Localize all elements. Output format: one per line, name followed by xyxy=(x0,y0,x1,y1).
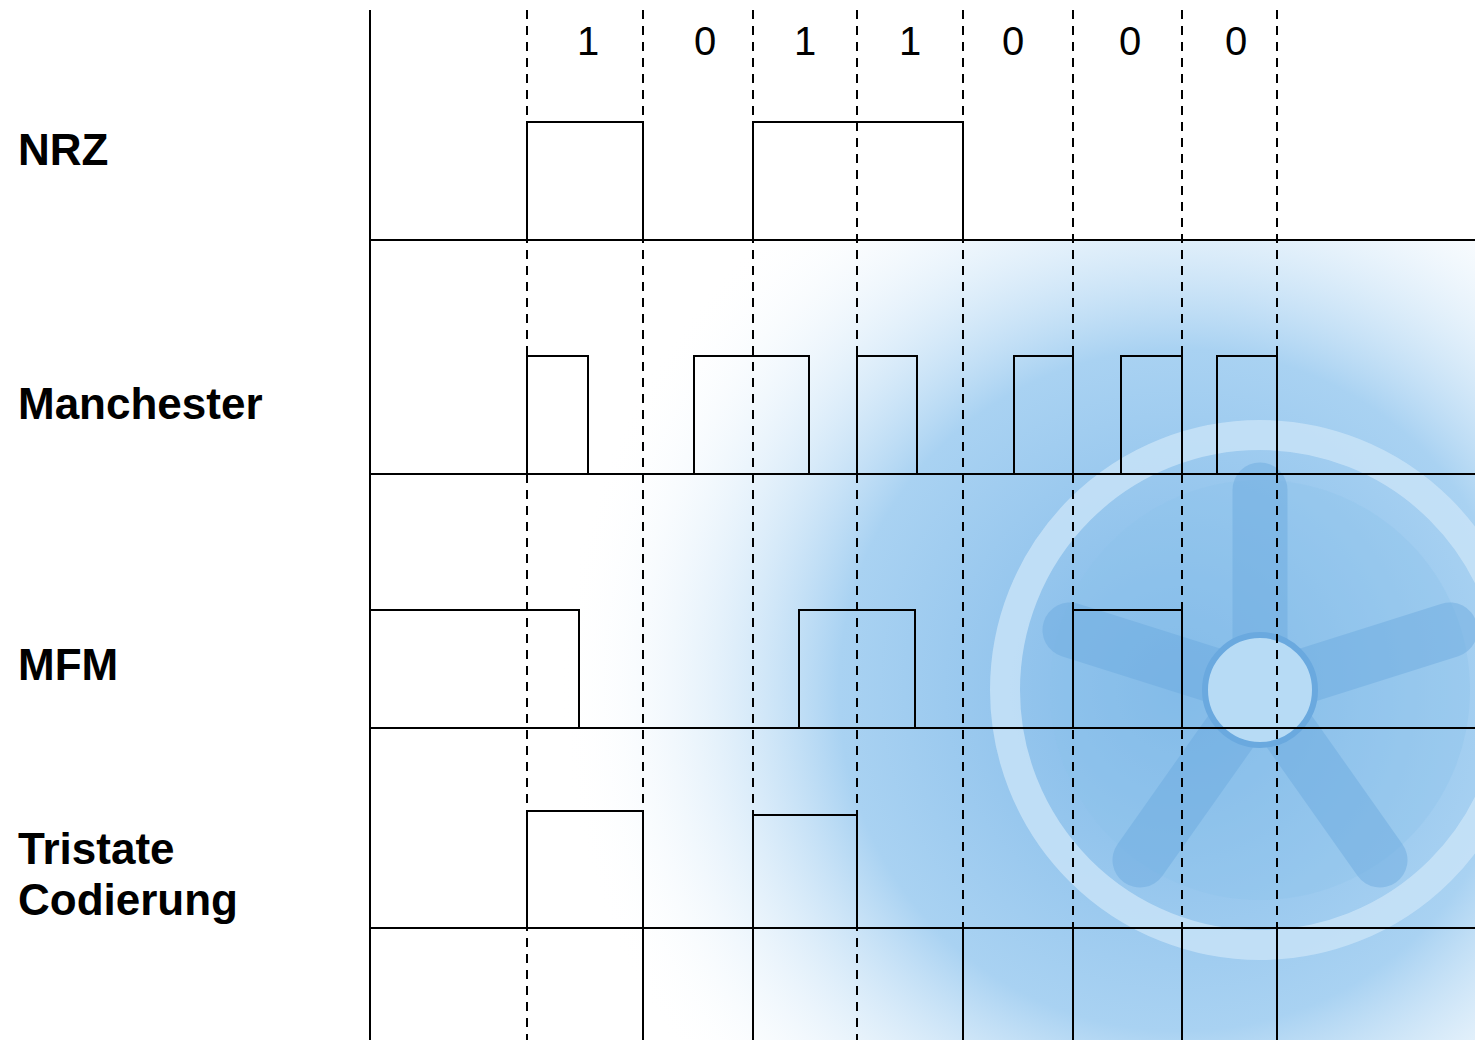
row-label: MFM xyxy=(18,640,118,691)
bit-value: 0 xyxy=(1225,18,1247,64)
bit-value: 1 xyxy=(899,18,921,64)
waveforms xyxy=(370,122,1277,1040)
row-label: Tristate Codierung xyxy=(18,824,278,925)
axes xyxy=(370,10,1475,1040)
wheel-background xyxy=(540,240,1475,1040)
bit-boundaries xyxy=(527,10,1277,1040)
bit-value: 0 xyxy=(1119,18,1141,64)
bit-value: 1 xyxy=(577,18,599,64)
bit-value: 0 xyxy=(1002,18,1024,64)
row-label: NRZ xyxy=(18,125,108,176)
bit-value: 0 xyxy=(694,18,716,64)
row-label: Manchester xyxy=(18,379,263,430)
bit-value: 1 xyxy=(794,18,816,64)
